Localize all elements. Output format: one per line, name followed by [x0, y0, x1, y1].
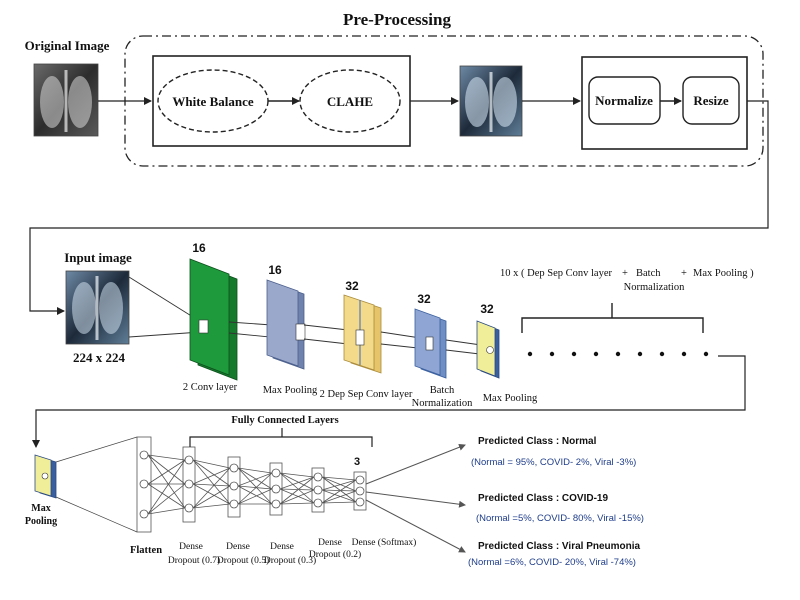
input-xray-image — [65, 270, 130, 345]
dense-label-2: Dense — [226, 542, 250, 552]
original-image-label: Original Image — [25, 38, 110, 53]
max-pooling-block-2 — [476, 320, 500, 379]
max-pooling-1-depth-label: 16 — [268, 263, 282, 277]
batch-normalization-block — [414, 308, 447, 379]
dropout-label-2: Dropout (0.5) — [217, 555, 269, 566]
repeat-text-1: 10 x ( Dep Sep Conv layer — [500, 268, 612, 279]
fully-connected-title: Fully Connected Layers — [231, 415, 338, 426]
prediction-covid-detail: (Normal =5%, COVID- 80%, Viral -15%) — [476, 513, 644, 524]
enhanced-xray-image — [459, 65, 523, 137]
prediction-normal-detail: (Normal = 95%, COVID- 2%, Viral -3%) — [471, 457, 636, 468]
dense-softmax-label: Dense (Softmax) — [352, 537, 417, 548]
clahe-label: CLAHE — [327, 94, 373, 109]
repeat-text-2: Batch — [636, 268, 661, 279]
prediction-normal-title: Predicted Class : Normal — [478, 436, 597, 447]
dep-sep-conv-label: 2 Dep Sep Conv layer — [320, 389, 413, 400]
max-pooling-1-label: Max Pooling — [263, 385, 318, 396]
repeat-text-3: Normalization — [624, 282, 685, 293]
repeat-plus-2: + — [681, 268, 687, 279]
prediction-viral-detail: (Normal =6%, COVID- 20%, Viral -74%) — [468, 557, 636, 568]
max-pooling-2-label: Max Pooling — [483, 393, 538, 404]
dep-sep-conv-block — [343, 294, 382, 374]
conv-layer-block — [189, 258, 238, 381]
repeat-text-4: Max Pooling ) — [693, 268, 754, 279]
dense-label-4: Dense — [318, 538, 342, 548]
fully-connected-brace — [189, 428, 373, 447]
fully-connected-network — [136, 436, 367, 533]
fc-output-size: 3 — [354, 456, 360, 468]
dep-sep-conv-depth-label: 32 — [345, 279, 359, 293]
fc-max-pooling-label-line1: Max — [31, 503, 50, 514]
preprocessing-title: Pre-Processing — [343, 10, 451, 29]
resize-label: Resize — [693, 93, 729, 108]
max-pooling-2-depth-label: 32 — [480, 302, 494, 316]
dense-label-1: Dense — [179, 542, 203, 552]
white-balance-label: White Balance — [172, 94, 253, 109]
repeat-brace — [521, 303, 704, 333]
dropout-label-1: Dropout (0.7) — [168, 555, 220, 566]
prediction-covid-title: Predicted Class : COVID-19 — [478, 493, 608, 504]
dropout-label-3: Dropout (0.3) — [264, 555, 316, 566]
connector-cnn-to-fc — [32, 355, 746, 448]
dropout-label-4: Dropout (0.2) — [309, 549, 361, 560]
conv-depth-label: 16 — [192, 241, 206, 255]
connector-pre-to-cnn — [29, 100, 769, 315]
repeat-dots — [527, 351, 709, 357]
flatten-label: Flatten — [130, 545, 162, 556]
input-image-label: Input image — [64, 250, 132, 265]
original-xray-image — [33, 63, 99, 137]
fc-max-pooling-block — [34, 454, 57, 499]
batch-norm-label-line1: Batch — [430, 385, 455, 396]
resize-node — [682, 76, 740, 125]
repeat-plus-1: + — [622, 268, 628, 279]
batch-norm-label-line2: Normalization — [412, 398, 473, 409]
clahe-node — [299, 69, 401, 133]
max-pooling-block-1 — [266, 279, 306, 370]
conv-layer-label: 2 Conv layer — [183, 382, 238, 393]
prediction-viral-title: Predicted Class : Viral Pneumonia — [478, 541, 641, 552]
normalize-label: Normalize — [595, 93, 653, 108]
batch-norm-depth-label: 32 — [417, 292, 431, 306]
fc-max-pooling-label-line2: Pooling — [25, 516, 57, 527]
input-size-label: 224 x 224 — [73, 350, 126, 365]
dense-label-3: Dense — [270, 542, 294, 552]
